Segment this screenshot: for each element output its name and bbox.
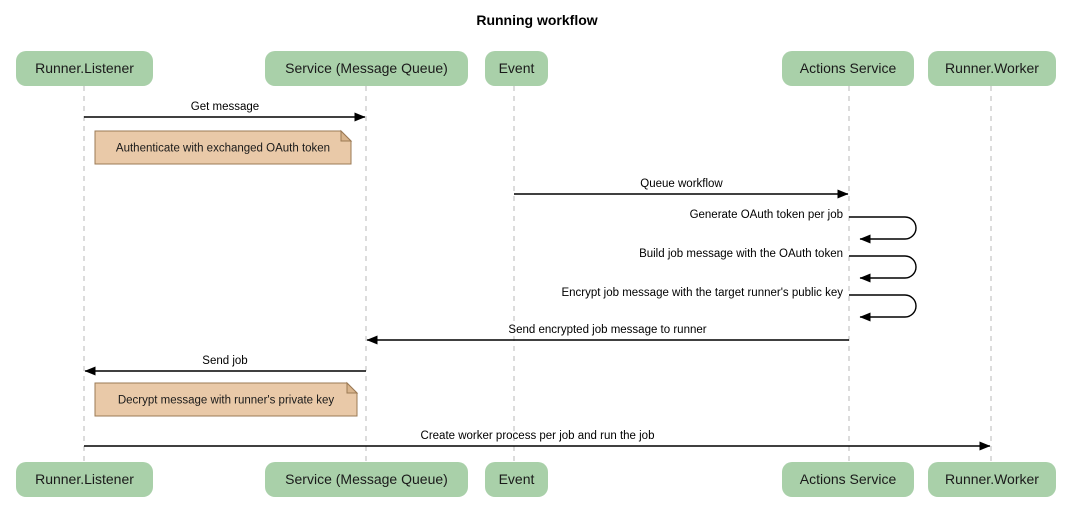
participant-runner-listener-bottom[interactable]: Runner.Listener <box>16 462 153 497</box>
message-encrypt-job-message[interactable]: Encrypt job message with the target runn… <box>561 287 917 322</box>
participant-label: Service (Message Queue) <box>285 60 448 76</box>
message-label: Send job <box>202 355 247 367</box>
message-build-job-message[interactable]: Build job message with the OAuth token <box>639 248 917 283</box>
message-get-message[interactable]: Get message <box>84 101 366 122</box>
participant-box <box>265 51 468 86</box>
participant-box <box>782 51 914 86</box>
message-generate-oauth-token[interactable]: Generate OAuth token per job <box>690 209 917 244</box>
participant-runner-listener-top[interactable]: Runner.Listener <box>16 51 153 86</box>
self-loop-path <box>849 216 917 244</box>
participant-box <box>928 462 1056 497</box>
note-authenticate: Authenticate with exchanged OAuth token <box>94 129 353 165</box>
message-send-encrypted-job-message[interactable]: Send encrypted job message to runner <box>366 324 849 345</box>
message-label: Send encrypted job message to runner <box>508 324 706 336</box>
participant-runner-worker-top[interactable]: Runner.Worker <box>928 51 1056 86</box>
participant-box <box>16 462 153 497</box>
participant-label: Runner.Worker <box>945 471 1039 487</box>
notes-group: Authenticate with exchanged OAuth tokenD… <box>94 129 359 417</box>
participant-event-top[interactable]: Event <box>485 51 548 86</box>
participant-label: Actions Service <box>800 471 897 487</box>
participant-box <box>782 462 914 497</box>
message-label: Encrypt job message with the target runn… <box>561 287 843 299</box>
note-body <box>94 382 358 417</box>
note-label: Decrypt message with runner's private ke… <box>118 395 335 407</box>
self-loop-path <box>849 294 917 322</box>
message-label: Get message <box>191 101 259 113</box>
message-send-job[interactable]: Send job <box>84 355 366 376</box>
participant-label: Event <box>499 60 535 76</box>
note-fold-corner-icon <box>346 381 359 394</box>
participant-box <box>16 51 153 86</box>
message-label: Create worker process per job and run th… <box>421 430 655 442</box>
note-decrypt: Decrypt message with runner's private ke… <box>94 381 359 417</box>
participant-box <box>265 462 468 497</box>
participant-label: Service (Message Queue) <box>285 471 448 487</box>
participant-runner-worker-bottom[interactable]: Runner.Worker <box>928 462 1056 497</box>
participant-label: Actions Service <box>800 60 897 76</box>
note-body <box>94 130 352 165</box>
message-label: Queue workflow <box>640 178 723 190</box>
note-label: Authenticate with exchanged OAuth token <box>116 143 330 155</box>
participant-service-message-queue-bottom[interactable]: Service (Message Queue) <box>265 462 468 497</box>
participant-label: Runner.Worker <box>945 60 1039 76</box>
message-label: Build job message with the OAuth token <box>639 248 843 260</box>
self-loop-path <box>849 255 917 283</box>
message-label: Generate OAuth token per job <box>690 209 843 221</box>
participant-box <box>928 51 1056 86</box>
participant-actions-service-top[interactable]: Actions Service <box>782 51 914 86</box>
participant-actions-service-bottom[interactable]: Actions Service <box>782 462 914 497</box>
participant-headers-top: Runner.Listener Service (Message Queue) Ev… <box>16 51 1056 86</box>
participant-label: Runner.Listener <box>35 471 134 487</box>
participant-headers-bottom: Runner.Listener Service (Message Queue) Ev… <box>16 462 1056 497</box>
participant-box <box>485 51 548 86</box>
participant-label: Event <box>499 471 535 487</box>
message-create-worker-process[interactable]: Create worker process per job and run th… <box>84 430 991 451</box>
note-fold-corner-icon <box>340 129 353 142</box>
participant-event-bottom[interactable]: Event <box>485 462 548 497</box>
participant-service-message-queue-top[interactable]: Service (Message Queue) <box>265 51 468 86</box>
participant-box <box>485 462 548 497</box>
message-queue-workflow[interactable]: Queue workflow <box>514 178 849 199</box>
lifelines-group <box>83 86 992 462</box>
page-title: Running workflow <box>476 12 597 28</box>
participant-label: Runner.Listener <box>35 60 134 76</box>
